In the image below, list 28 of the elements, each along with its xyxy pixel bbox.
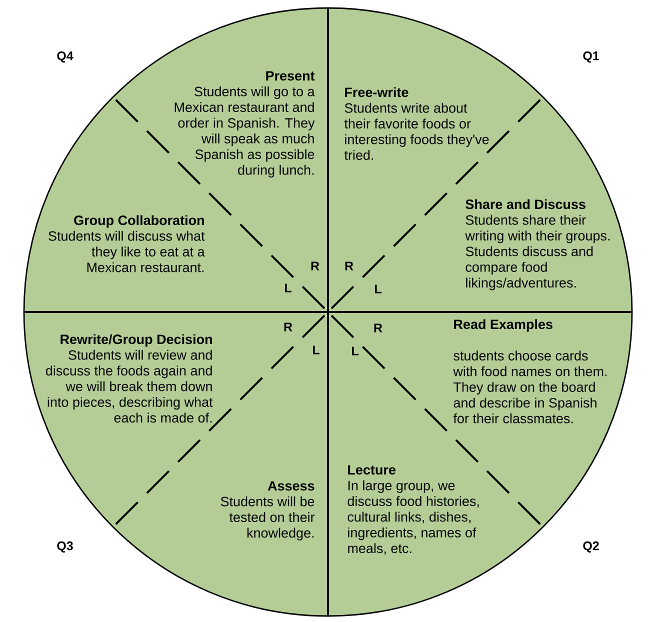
quadrant-label: Q4 <box>57 51 74 63</box>
sector-text: students choose cards with food names on them. They draw on the board and describe in Spanish for their classmates. <box>453 350 607 424</box>
letter-label: R <box>284 322 292 332</box>
letter-label: L <box>313 346 320 354</box>
letter-label: L <box>375 284 382 294</box>
sector-text: Students will go to a Mexican restaurant and order in Spanish. They will speak as much Spanish as possible during lunch. <box>174 86 315 178</box>
letter-label: L <box>285 284 292 292</box>
sector-text: Students write about their favorite foods or interesting foods they've tried. <box>344 102 489 160</box>
sector-heading: Lecture <box>348 465 396 475</box>
quadrant-label: Q3 <box>57 541 73 553</box>
sector-text: Students share their writing with their groups. Students discuss and compare food likings/adventures. <box>465 214 610 290</box>
letter-label: R <box>374 324 382 332</box>
sector-heading: Assess <box>268 481 314 491</box>
quadrant-label: Q2 <box>583 541 599 553</box>
sector-heading: Free-write <box>345 87 408 98</box>
letter-label: R <box>345 262 354 270</box>
sector-heading: Share and Discuss <box>466 199 586 210</box>
sector-heading: Present <box>266 71 315 81</box>
sector-text: In large group, we discuss food histories, cultural links, dishes, ingredients, names of meals, etc. <box>348 480 479 555</box>
letter-label: L <box>352 346 358 356</box>
quadrant-label: Q1 <box>583 51 599 63</box>
sector-text: Students will review and discuss the foods again and we will break them down into pieces, describing what each is made of. <box>46 350 213 423</box>
sector-text: Students will be tested on their knowledge. <box>220 496 315 540</box>
sector-heading: Read Examples <box>454 319 552 332</box>
letter-label: R <box>311 262 320 270</box>
sector-text: Students will discuss what they like to eat at a Mexican restaurant. <box>48 230 205 272</box>
sector-heading: Rewrite/Group Decision <box>60 334 212 347</box>
sector-heading: Group Collaboration <box>74 215 204 228</box>
